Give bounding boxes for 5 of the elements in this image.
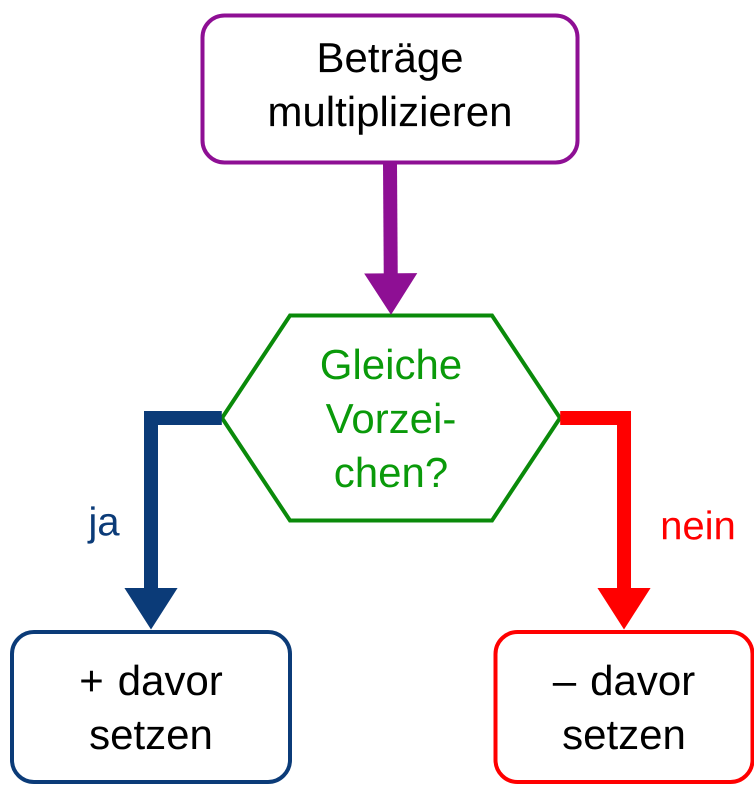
edge-label: ja	[86, 504, 122, 546]
process-box: – davor setzen	[494, 630, 754, 784]
process-box: + davor setzen	[10, 630, 292, 784]
process-box: Beträge multiplizieren	[200, 14, 580, 164]
edge-label: nein	[658, 508, 738, 542]
